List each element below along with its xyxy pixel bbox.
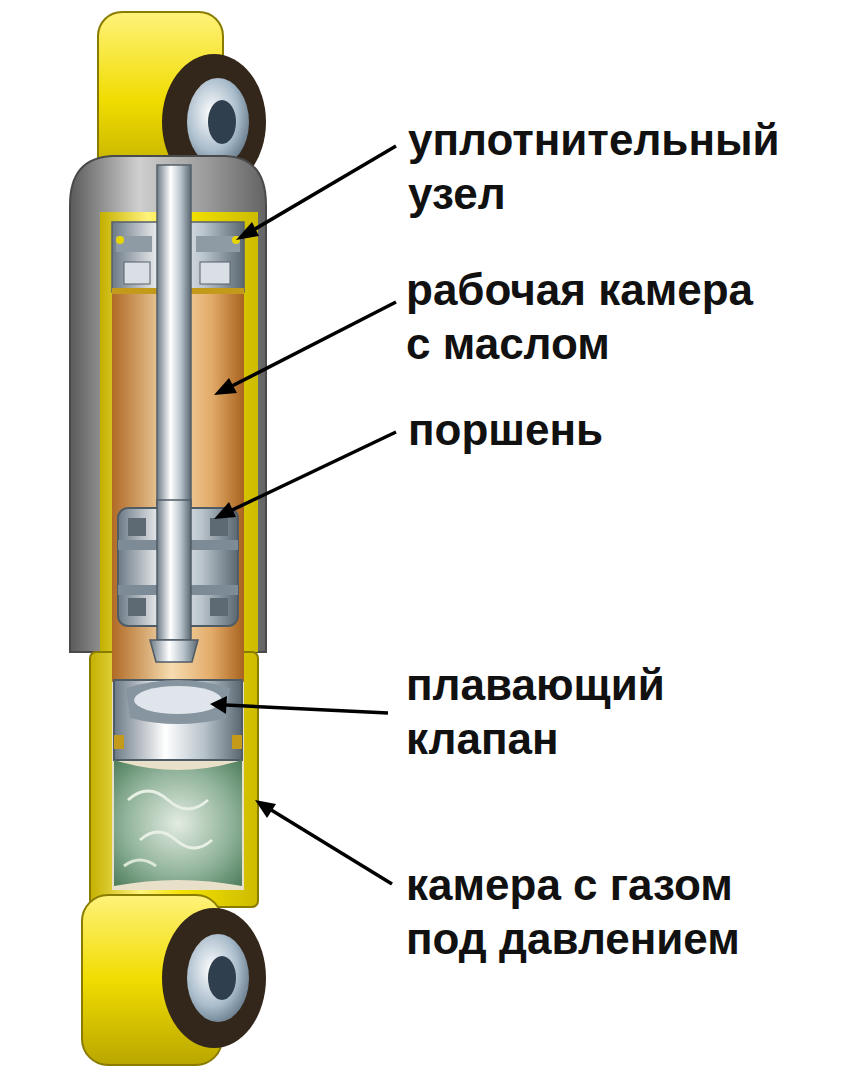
seal-assembly — [124, 262, 150, 284]
floating-piston — [114, 680, 242, 760]
piston — [210, 518, 228, 536]
part-label: плавающий клапан — [406, 658, 778, 766]
leader-lines — [268, 808, 392, 884]
piston — [128, 518, 146, 536]
bottom-eye — [187, 934, 249, 1022]
leader-lines — [226, 705, 388, 713]
gas-chamber — [114, 760, 242, 886]
bottom-eye — [208, 956, 236, 1000]
piston — [150, 640, 198, 662]
part-label: уплотнительный узел — [408, 113, 780, 221]
floating-piston — [134, 686, 222, 714]
part-label: поршень — [408, 403, 780, 457]
leader-lines — [214, 378, 237, 395]
seal-assembly — [116, 236, 152, 252]
part-label: камера с газом под давлением — [406, 858, 786, 966]
leader-lines — [255, 800, 276, 818]
leader-lines — [214, 502, 236, 519]
floating-piston — [114, 735, 124, 749]
leader-lines — [210, 146, 396, 884]
top-eye — [208, 100, 236, 144]
leader-lines — [210, 696, 227, 714]
piston — [210, 598, 228, 616]
gas-chamber — [124, 860, 156, 866]
leader-lines — [250, 146, 396, 232]
piston — [118, 500, 238, 662]
leader-lines — [228, 432, 396, 512]
leader-lines — [236, 222, 259, 240]
floating-piston — [126, 680, 230, 724]
main-tube — [90, 652, 258, 907]
leader-lines — [228, 302, 396, 388]
floating-piston — [232, 735, 242, 749]
gas-chamber — [114, 760, 242, 886]
seal-assembly — [200, 262, 230, 284]
top-eye — [187, 78, 249, 166]
floating-piston — [114, 680, 242, 760]
piston — [128, 598, 146, 616]
seal-assembly — [196, 236, 240, 252]
seal-assembly — [116, 236, 124, 244]
bottom-eye — [162, 908, 266, 1048]
gas-chamber — [140, 832, 212, 848]
bottom-eye — [82, 895, 266, 1065]
gas-chamber — [128, 791, 208, 809]
piston — [157, 500, 191, 640]
part-label: рабочая камера с маслом — [406, 263, 778, 371]
